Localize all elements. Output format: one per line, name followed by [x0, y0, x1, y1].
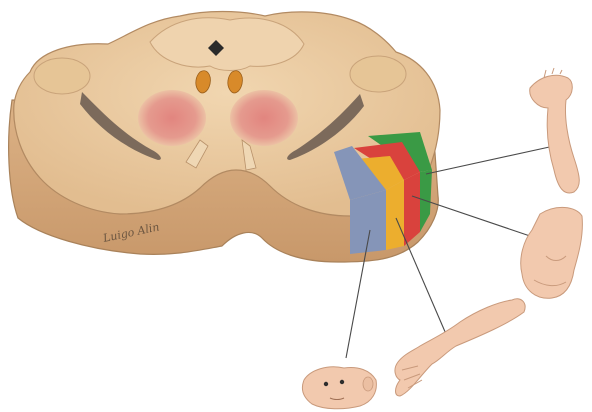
left-lobe — [34, 58, 90, 94]
leg-icon — [530, 68, 580, 193]
tectum-outline — [150, 18, 304, 71]
midbrain-section: Luigo Alin — [9, 12, 440, 263]
arm-icon — [395, 299, 525, 396]
red-nucleus-right — [230, 90, 298, 146]
red-nucleus-left — [138, 90, 206, 146]
pointer-line-leg — [426, 146, 554, 174]
band-yellow-side — [386, 180, 404, 250]
right-lobe — [350, 56, 406, 92]
band-blue-side — [350, 190, 386, 254]
face-icon — [302, 367, 376, 409]
trunk-icon — [521, 207, 583, 298]
